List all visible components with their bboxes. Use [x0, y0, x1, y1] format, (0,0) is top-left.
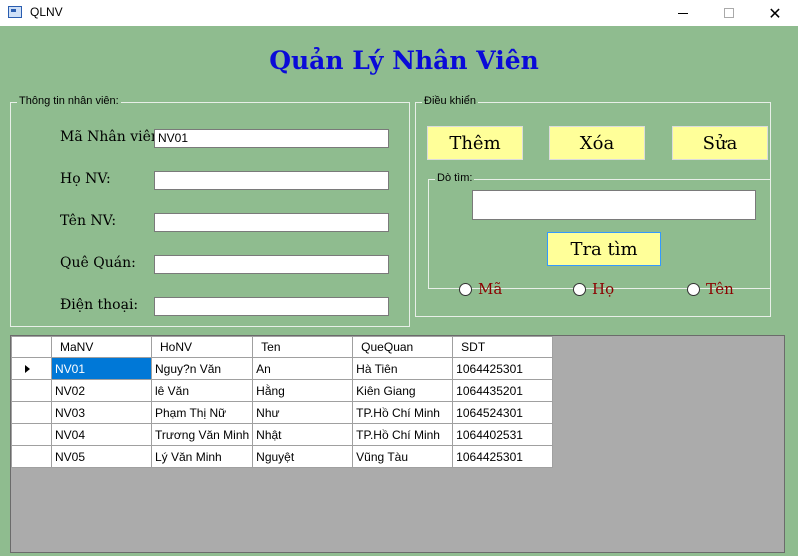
table-cell[interactable]: 1064524301 [452, 401, 554, 424]
employee-data-grid[interactable]: MaNV HoNV Ten QueQuan SDT NV01 Nguy?n Vă… [10, 335, 785, 553]
table-cell[interactable]: TP.Hồ Chí Minh [352, 423, 454, 446]
table-cell[interactable]: Phạm Thị Nữ [150, 401, 254, 424]
employee-table: MaNV HoNV Ten QueQuan SDT NV01 Nguy?n Vă… [11, 336, 554, 468]
edit-button[interactable]: Sửa [672, 126, 768, 160]
radio-by-id-label: Mã [478, 280, 503, 298]
table-cell[interactable]: NV03 [51, 401, 152, 424]
search-legend: Dò tìm: [435, 172, 475, 184]
phone-label: Điện thoại: [60, 297, 139, 313]
table-row[interactable]: NV04 Trương Văn Minh Nhật TP.Hồ Chí Minh… [11, 423, 554, 446]
row-header[interactable] [11, 401, 52, 424]
table-cell[interactable]: Nguy?n Văn [150, 357, 254, 380]
row-header[interactable] [11, 445, 52, 468]
maximize-icon [724, 8, 734, 18]
table-cell[interactable]: Nhật [252, 423, 354, 446]
minimize-icon [678, 12, 688, 14]
radio-by-first-name-label: Tên [706, 280, 734, 298]
radio-by-first-name[interactable]: Tên [687, 280, 734, 298]
table-row[interactable]: NV05 Lý Văn Minh Nguyệt Vũng Tàu 1064425… [11, 445, 554, 468]
first-name-label: Tên NV: [60, 213, 117, 229]
table-cell[interactable]: 1064402531 [452, 423, 554, 446]
app-icon [8, 6, 22, 18]
table-cell[interactable]: An [252, 357, 354, 380]
employee-info-legend: Thông tin nhân viên: [17, 95, 121, 107]
column-header[interactable]: QueQuan [352, 336, 454, 358]
last-name-label: Họ NV: [60, 171, 111, 187]
table-cell[interactable]: Kiên Giang [352, 379, 454, 402]
table-cell[interactable]: Nguyệt [252, 445, 354, 468]
table-cell[interactable]: TP.Hồ Chí Minh [352, 401, 454, 424]
add-button[interactable]: Thêm [427, 126, 523, 160]
table-cell[interactable]: Lý Văn Minh [150, 445, 254, 468]
column-header[interactable]: SDT [452, 336, 554, 358]
window-title: QLNV [30, 5, 63, 19]
last-name-input[interactable] [154, 171, 389, 190]
table-cell[interactable]: 1064435201 [452, 379, 554, 402]
maximize-button[interactable] [706, 0, 752, 26]
table-cell[interactable]: NV04 [51, 423, 152, 446]
employee-info-group: Thông tin nhân viên: Mã Nhân viên: NV01 … [10, 95, 410, 327]
table-cell[interactable]: Vũng Tàu [352, 445, 454, 468]
row-header-corner[interactable] [11, 336, 52, 358]
radio-circle-icon[interactable] [459, 282, 472, 296]
table-cell[interactable]: Trương Văn Minh [150, 423, 254, 446]
form-title: Quản Lý Nhân Viên [269, 46, 539, 75]
column-header[interactable]: Ten [252, 336, 354, 358]
hometown-input[interactable] [154, 255, 389, 274]
phone-input[interactable] [154, 297, 389, 316]
table-cell[interactable]: NV01 [51, 357, 152, 380]
table-cell[interactable]: lê Văn [150, 379, 254, 402]
minimize-button[interactable] [660, 0, 706, 26]
table-cell[interactable]: 1064425301 [452, 445, 554, 468]
radio-circle-icon[interactable] [573, 282, 586, 296]
table-cell[interactable]: Hằng [252, 379, 354, 402]
form-client-area: Quản Lý Nhân Viên Thông tin nhân viên: M… [0, 26, 798, 556]
table-row[interactable]: NV02 lê Văn Hằng Kiên Giang 1064435201 [11, 379, 554, 402]
hometown-label: Quê Quán: [60, 255, 136, 271]
close-button[interactable]: ✕ [752, 0, 798, 26]
table-cell[interactable]: NV02 [51, 379, 152, 402]
table-cell[interactable]: Như [252, 401, 354, 424]
employee-id-label: Mã Nhân viên: [60, 129, 165, 145]
radio-by-id[interactable]: Mã [459, 280, 502, 298]
table-cell[interactable]: Hà Tiên [352, 357, 454, 380]
row-header[interactable] [11, 379, 52, 402]
first-name-input[interactable] [154, 213, 389, 232]
radio-by-last-name[interactable]: Họ [573, 280, 614, 298]
table-header-row: MaNV HoNV Ten QueQuan SDT [11, 336, 554, 358]
radio-circle-icon[interactable] [687, 282, 700, 296]
current-row-arrow-icon [25, 364, 30, 373]
control-legend: Điều khiển [422, 95, 478, 107]
radio-by-last-name-label: Họ [592, 280, 615, 298]
column-header[interactable]: MaNV [51, 336, 152, 358]
table-cell[interactable]: 1064425301 [452, 357, 554, 380]
search-input[interactable] [472, 190, 756, 220]
column-header[interactable]: HoNV [150, 336, 254, 358]
close-icon: ✕ [768, 3, 782, 23]
title-bar: QLNV ✕ [0, 0, 798, 26]
row-header[interactable] [11, 357, 52, 380]
employee-id-input[interactable]: NV01 [154, 129, 389, 148]
search-button[interactable]: Tra tìm [547, 232, 661, 266]
row-header[interactable] [11, 423, 52, 446]
search-group: Dò tìm: Tra tìm Mã Họ Tên [428, 172, 771, 298]
delete-button[interactable]: Xóa [549, 126, 645, 160]
table-row[interactable]: NV03 Phạm Thị Nữ Như TP.Hồ Chí Minh 1064… [11, 401, 554, 424]
control-group: Điều khiển Thêm Xóa Sửa Dò tìm: Tra tìm … [415, 95, 771, 317]
table-row[interactable]: NV01 Nguy?n Văn An Hà Tiên 1064425301 [11, 357, 554, 380]
table-cell[interactable]: NV05 [51, 445, 152, 468]
